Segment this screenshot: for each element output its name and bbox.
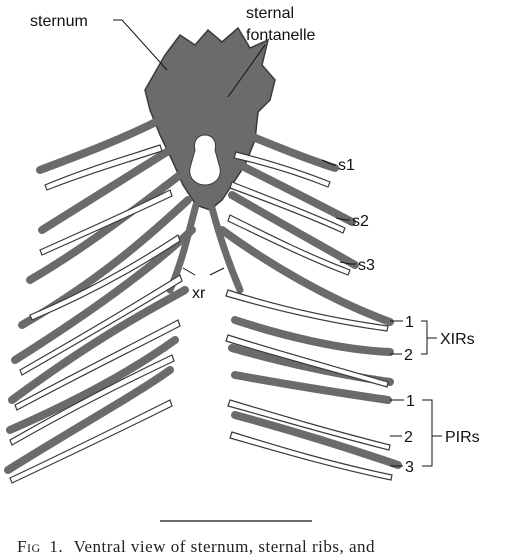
label-xir-2: 2 [404,347,413,364]
label-xir-1: 1 [405,314,414,331]
label-xr: xr [192,285,206,302]
pirs-bracket [422,400,432,466]
label-s2: s2 [352,213,369,230]
caption-number: 1. [49,537,63,556]
label-sternal-fontanelle-line1: sternal [246,5,294,22]
rib [10,400,172,483]
xr-leader-right [210,268,224,275]
xirs-bracket [421,321,427,354]
figure-caption: Fig 1. Ventral view of sternum, sternal … [17,537,375,556]
label-pir-2: 2 [404,429,413,446]
label-s1: s1 [338,157,355,174]
label-pirs: PIRs [445,429,480,446]
rib [222,230,390,322]
label-xirs: XIRs [440,331,475,348]
xr-leader-left [183,268,195,275]
left-sternal-ribs [8,120,192,470]
label-pir-3: 3 [405,459,414,476]
rib [40,120,160,170]
label-sternum: sternum [30,13,88,30]
caption-fig: Fig [17,537,41,556]
caption-text: Ventral view of sternum, sternal ribs, a… [74,537,375,556]
label-sternal-fontanelle-line2: fontanelle [246,27,315,44]
label-s3: s3 [358,257,375,274]
sternum-leader [113,20,167,70]
label-pir-1: 1 [406,393,415,410]
